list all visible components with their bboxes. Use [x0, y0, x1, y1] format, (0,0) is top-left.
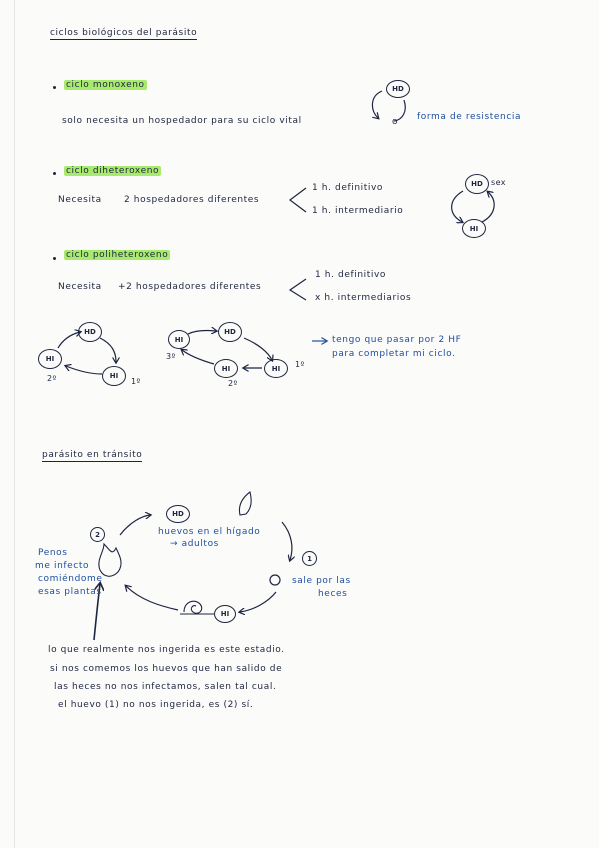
order-label: 1º: [295, 360, 305, 369]
hi-node: HI: [168, 330, 190, 349]
order-label: 3º: [166, 352, 176, 361]
order-label: 2º: [228, 379, 238, 388]
transit-arrow-bottom-right: [240, 591, 277, 612]
explanation-line: si nos comemos los huevos que han salido…: [50, 664, 283, 674]
bullet: [53, 172, 56, 175]
cycle-arrow-1: [451, 190, 463, 222]
c2-arrow-b: [243, 337, 272, 360]
c1-arrow-b: [99, 337, 116, 362]
exit-text: sale por las: [292, 576, 351, 586]
order-label: 2º: [47, 374, 57, 383]
page-margin-line: [14, 0, 15, 848]
hd-node: HD: [386, 80, 410, 98]
c2-arrow-a: [187, 330, 216, 334]
cycle-note-1: tengo que pasar por 2 HF: [332, 335, 462, 345]
bracket-1: [289, 187, 307, 213]
diheteroxeno-text-a: Necesita: [58, 195, 102, 205]
sex-note: sex: [491, 178, 506, 187]
exit-text-2: heces: [318, 589, 348, 599]
liver-drawing: [238, 491, 252, 516]
bullet: [53, 86, 56, 89]
resistance-note: forma de resistencia: [417, 112, 522, 122]
egg-drawing: [269, 574, 281, 586]
diheteroxeno-text-b: 2 hospedadores diferentes: [124, 195, 260, 205]
monoxeno-label: ciclo monoxeno: [64, 80, 147, 90]
transit-arrow-top: [119, 515, 150, 536]
diheteroxeno-label: ciclo diheteroxeno: [64, 166, 162, 176]
hd-node: HD: [465, 174, 489, 194]
hi-node: HI: [102, 366, 126, 386]
branch-definitivo: 1 h. definitivo: [312, 183, 383, 193]
hd-node: HD: [166, 505, 190, 523]
order-label: 1º: [131, 377, 141, 386]
branch-definitivo: 1 h. definitivo: [315, 270, 386, 280]
hd-node: HD: [78, 322, 102, 342]
c2-arrow-d: [182, 350, 215, 365]
cycle-mark: o: [392, 117, 399, 127]
transit-arrow-bottom-left: [126, 586, 179, 611]
cycle-arrow-2: [481, 192, 495, 223]
poliheteroxeno-label: ciclo poliheteroxeno: [64, 250, 171, 260]
transit-arrow-right: [281, 521, 292, 560]
side-note: me infecto: [35, 561, 90, 571]
poliheteroxeno-text-a: Necesita: [58, 282, 102, 292]
explanation-line: lo que realmente nos ingerida es este es…: [48, 645, 285, 655]
branch-intermediarios: x h. intermediarios: [315, 293, 412, 303]
hd-description-2: → adultos: [170, 539, 219, 549]
bracket-2: [288, 278, 307, 301]
side-note: comiéndome: [38, 574, 103, 584]
c1-arrow-c: [66, 366, 103, 375]
cycle-note-2: para completar mi ciclo.: [332, 349, 456, 359]
monoxeno-text: solo necesita un hospedador para su cicl…: [62, 116, 302, 126]
hi-node: HI: [264, 359, 288, 378]
step-number: 2: [90, 527, 105, 542]
snail-drawing: [183, 600, 203, 614]
branch-intermediario: 1 h. intermediario: [312, 206, 404, 216]
poliheteroxeno-text-b: +2 hospedadores diferentes: [118, 282, 262, 292]
hi-node: HI: [214, 359, 238, 378]
monoxeno-arrow: [371, 90, 383, 118]
step-number: 1: [302, 551, 317, 566]
hd-description: huevos en el hígado: [158, 527, 261, 537]
explanation-line: el huevo (1) no nos ingerida, es (2) sí.: [58, 700, 254, 710]
plant-drawing: [98, 542, 122, 577]
hi-node: HI: [38, 349, 62, 369]
bullet: [53, 257, 56, 260]
c1-arrow-a: [57, 332, 80, 349]
explanation-line: las heces no nos infectamos, salen tal c…: [54, 682, 277, 692]
section-title: parásito en tránsito: [42, 450, 143, 462]
hd-node: HD: [218, 322, 242, 342]
hi-node: HI: [214, 605, 236, 623]
hi-node: HI: [462, 219, 486, 238]
side-note: esas plantas: [38, 587, 102, 597]
section-title: ciclos biológicos del parásito: [50, 28, 198, 40]
side-note: Penos: [38, 548, 68, 558]
